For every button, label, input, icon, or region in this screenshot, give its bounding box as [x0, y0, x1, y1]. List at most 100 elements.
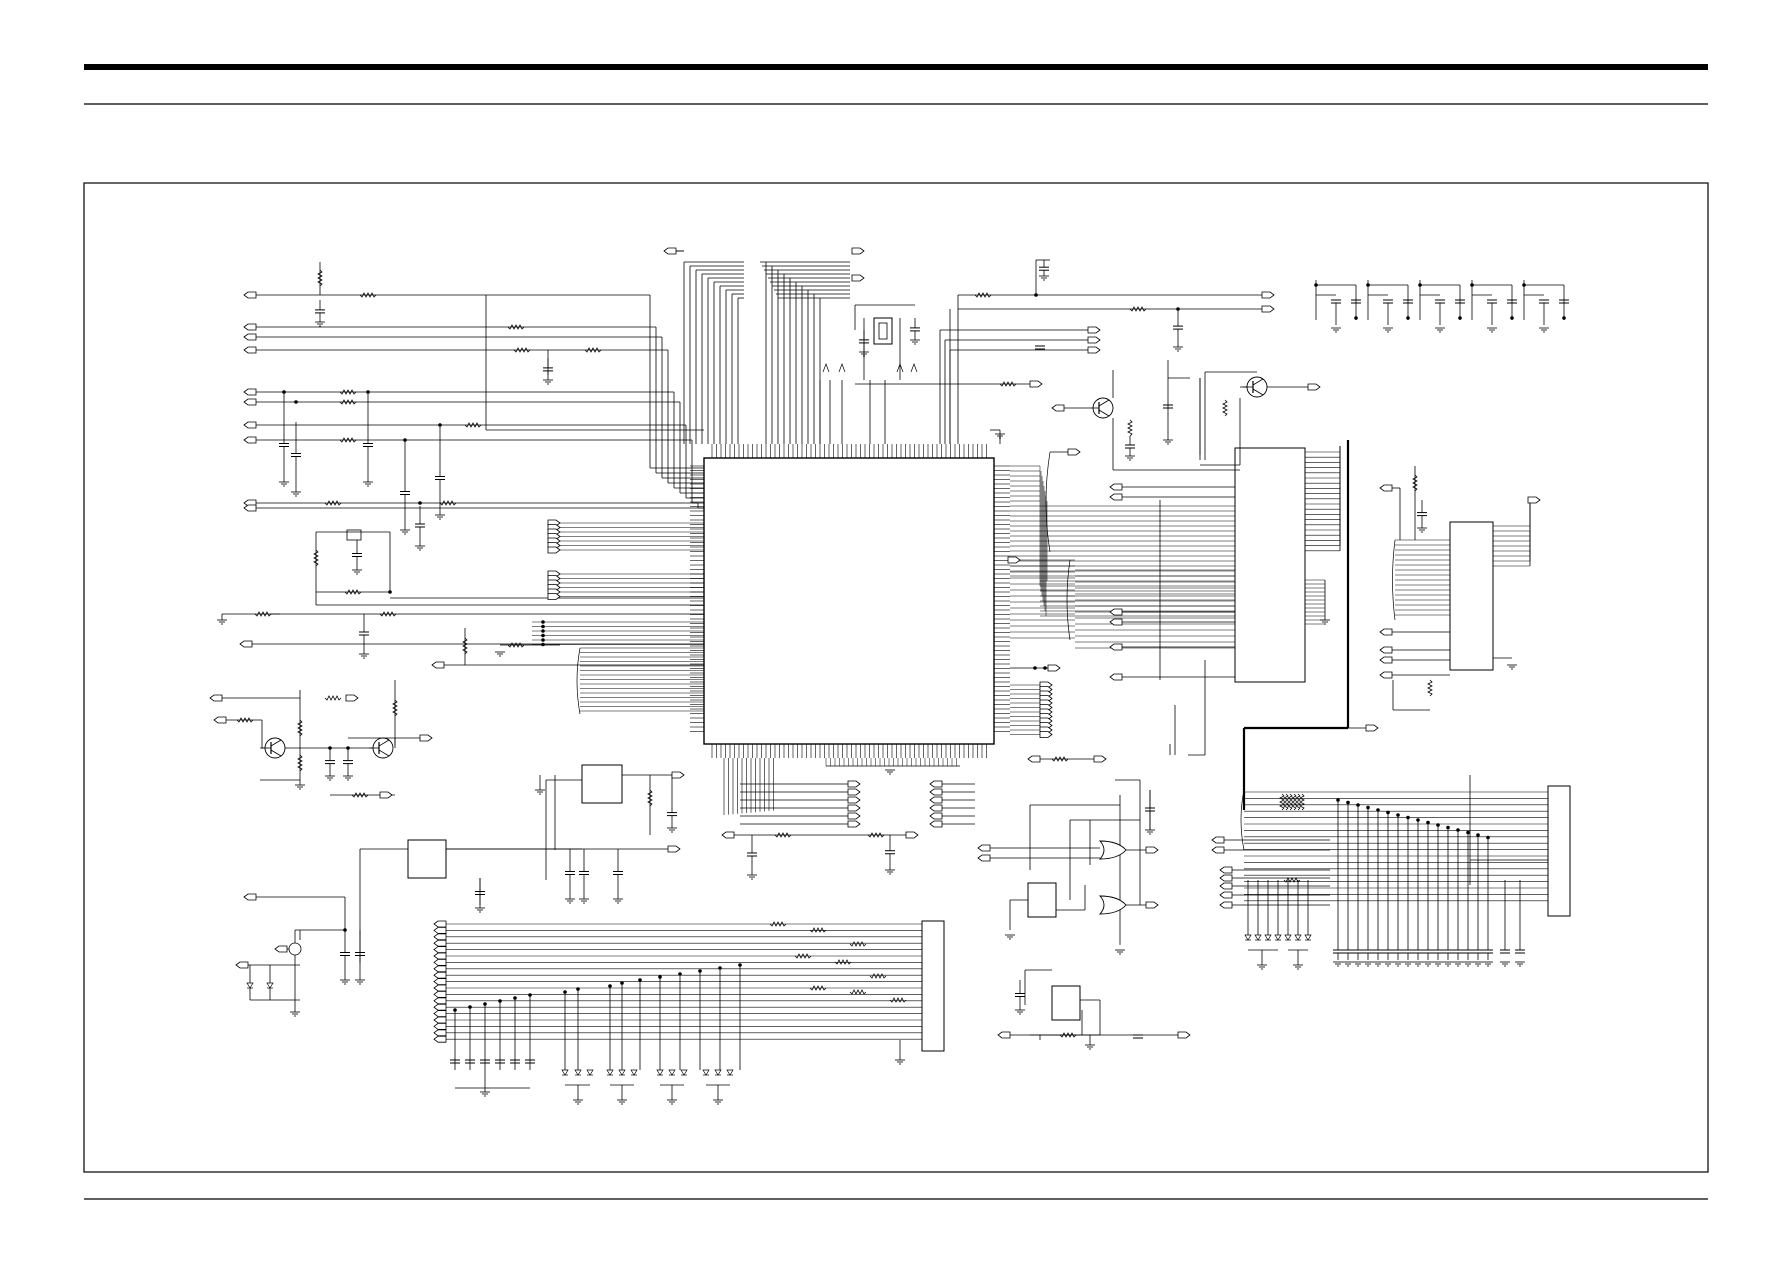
signal-port [905, 831, 919, 839]
resistor [513, 347, 531, 353]
signal-port [1039, 731, 1053, 738]
junction-dot [1466, 830, 1470, 835]
signal-port [851, 247, 865, 255]
transistor [1098, 399, 1110, 407]
signal-port [243, 436, 257, 444]
signal-port [433, 978, 447, 985]
diode [726, 1069, 734, 1076]
resistor [297, 719, 303, 737]
junction-dot [541, 624, 545, 629]
signal-port [243, 398, 257, 406]
crystal-top-inner [878, 322, 888, 340]
signal-port [433, 997, 447, 1005]
junction-dot [1426, 820, 1430, 825]
connector-bottom [921, 920, 945, 1052]
junction-dot [1356, 803, 1360, 807]
signal-port [1261, 305, 1275, 313]
diode [574, 1069, 582, 1076]
signal-port [847, 820, 861, 828]
signal-port [1379, 646, 1393, 654]
junction-dot [541, 633, 545, 638]
signal-port [433, 959, 447, 966]
signal-port [433, 1010, 447, 1017]
signal-port [547, 546, 561, 554]
junction-dot [1396, 813, 1400, 817]
antenna-symbol [896, 363, 904, 373]
junction-dot [1446, 825, 1450, 830]
junction-dot [1416, 818, 1420, 822]
signal-port [1109, 618, 1123, 626]
junction-dot [438, 423, 442, 427]
signal-port [431, 661, 445, 669]
diode [702, 1069, 710, 1076]
diode [668, 1069, 676, 1076]
signal-port [1379, 656, 1393, 664]
junction-dot [698, 969, 702, 973]
resistor [359, 292, 377, 298]
signal-port [433, 1016, 447, 1024]
transistor [1252, 378, 1264, 386]
resistor [834, 959, 852, 965]
junction-dot [1470, 283, 1474, 287]
signal-port [433, 1023, 447, 1030]
resistor [1059, 1032, 1077, 1038]
signal-port [243, 346, 257, 354]
junction-dot [1033, 666, 1037, 670]
junction-dot [1562, 316, 1566, 320]
main-ic [703, 457, 995, 745]
signal-port [847, 804, 861, 812]
signal-port [929, 788, 943, 796]
junction-dot [541, 629, 545, 633]
junction-dot [294, 400, 298, 404]
resistor [339, 389, 357, 395]
signal-port [243, 333, 257, 341]
junction-dot [1418, 283, 1422, 287]
signal-port [433, 1003, 447, 1011]
signal-port [1051, 404, 1065, 412]
resistor [1412, 474, 1418, 492]
diode [561, 1069, 569, 1076]
signal-port [847, 780, 861, 788]
resistor [867, 832, 885, 838]
signal-port [1145, 901, 1159, 909]
signal-port [433, 952, 447, 960]
antenna-symbol [838, 363, 846, 373]
signal-port [433, 984, 447, 992]
junction-dot [528, 993, 532, 997]
bus-bracket [1045, 451, 1051, 553]
logic-chip-a [1027, 882, 1057, 918]
junction-dot [541, 638, 545, 642]
junction-dot [718, 966, 722, 970]
resistor [1295, 793, 1301, 811]
resistor [507, 642, 525, 648]
crystal-top [873, 317, 893, 345]
junction-dot [1458, 316, 1462, 320]
junction-dot [1034, 293, 1038, 297]
signal-port [1379, 484, 1393, 492]
resistor [999, 381, 1017, 387]
junction-dot [576, 987, 580, 991]
junction-dot [513, 996, 517, 1000]
diode [1294, 934, 1302, 941]
component-layer [209, 247, 1569, 1105]
signal-port [1379, 628, 1393, 636]
resistor [1127, 419, 1133, 437]
logic-gate [1098, 840, 1127, 860]
resistor [809, 927, 827, 933]
bus-bracket [1066, 559, 1071, 641]
signal-port [433, 920, 447, 928]
signal-port [929, 780, 943, 788]
junction-dot [328, 746, 332, 750]
signal-port [1109, 643, 1123, 651]
resistor [849, 941, 867, 947]
signal-port [1109, 483, 1123, 491]
signal-port [1109, 608, 1123, 616]
junction-dot [1336, 798, 1340, 802]
antenna-symbol [910, 363, 918, 373]
junction-dot [563, 990, 567, 994]
signal-port [1211, 846, 1225, 854]
signal-port [667, 845, 681, 853]
resistor [379, 611, 397, 617]
signal-port [274, 945, 288, 953]
